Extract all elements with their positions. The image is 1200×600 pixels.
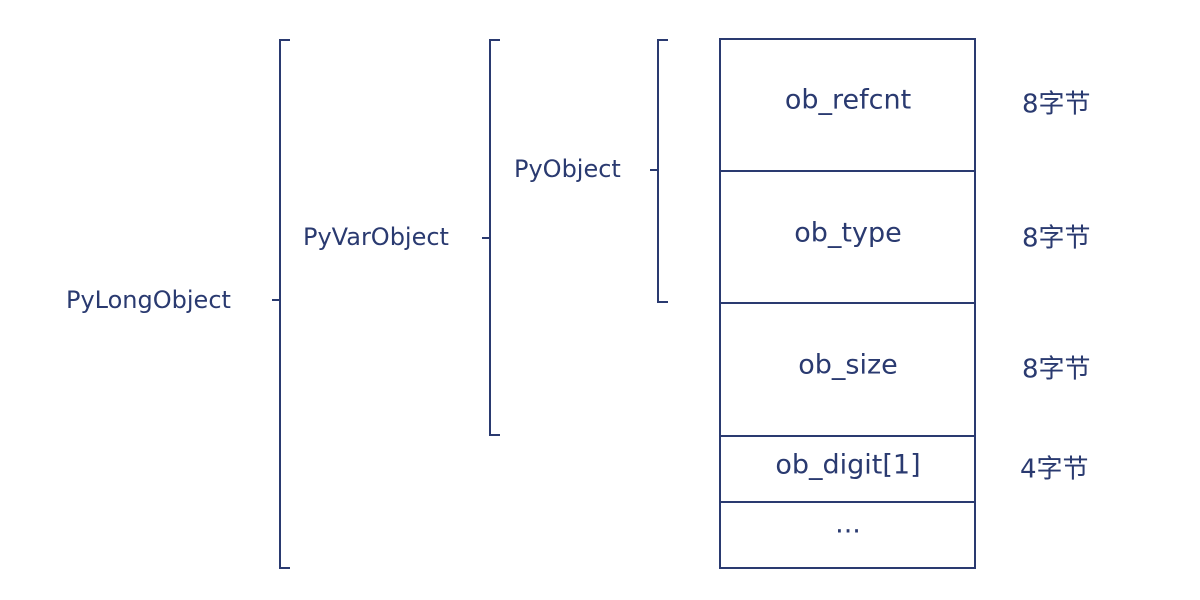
struct-label-pyobject: PyObject [514, 155, 621, 183]
size-label-ob-digit: 4字节 [1020, 454, 1089, 485]
bracket-pylongobject [272, 39, 290, 569]
field-label-ob-digit: ob_digit[1] [775, 449, 921, 481]
field-label-ellipsis: ... [835, 508, 861, 540]
size-label-ob-size: 8字节 [1022, 354, 1091, 385]
size-label-ob-type: 8字节 [1022, 223, 1091, 254]
bracket-pyobject [650, 39, 668, 303]
field-label-ob-type: ob_type [794, 217, 902, 249]
size-label-ob-refcnt: 8字节 [1022, 89, 1091, 120]
field-box-ellipsis [719, 501, 976, 569]
field-label-ob-size: ob_size [798, 349, 898, 381]
field-label-ob-refcnt: ob_refcnt [784, 84, 912, 116]
bracket-pyvarobject [482, 39, 500, 436]
struct-label-pylongobject: PyLongObject [66, 286, 231, 314]
struct-label-pyvarobject: PyVarObject [303, 223, 449, 251]
